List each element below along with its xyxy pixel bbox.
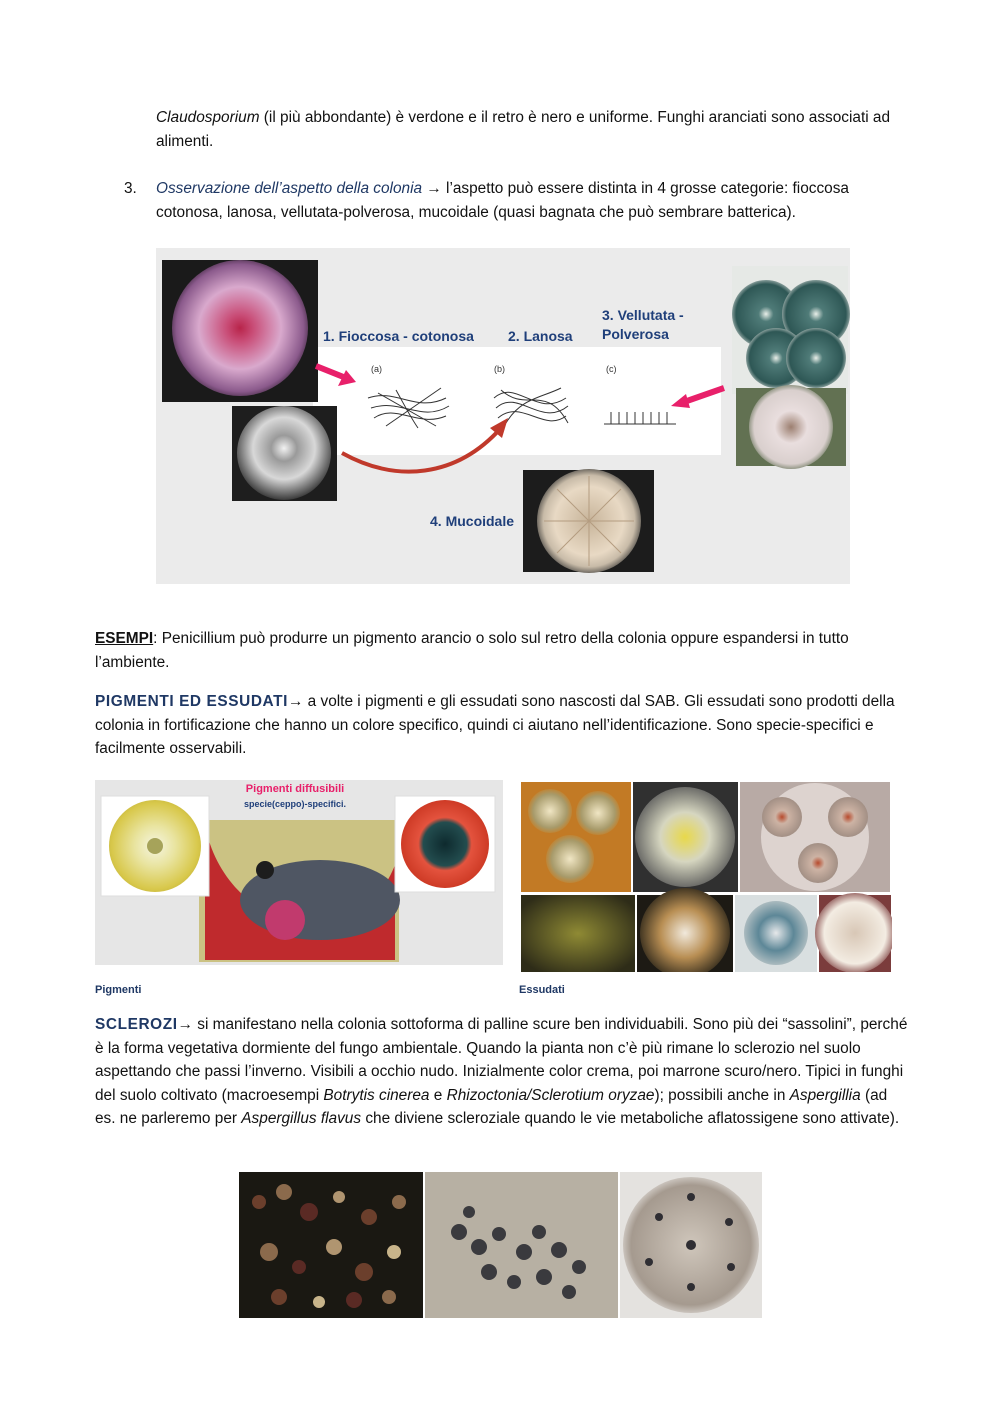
esempi-label: ESEMPI [95,630,154,647]
hyphae-panel [313,347,721,455]
pigmenti-figure-title: Pigmenti diffusibili [246,783,344,795]
intro-paragraph: Claudosporium (il più abbondante) è verd… [156,106,906,153]
pink-arrow-right [683,385,725,405]
pigmenti-heading: PIGMENTI ED ESSUDATI [95,693,288,710]
sclerozi-image [239,1172,762,1318]
sclerozi-text-1: si manifestano nella colonia sottoforma … [95,1016,908,1104]
caption-pigmenti: Pigmenti [95,984,142,996]
mucoid-wrinkles [544,476,634,566]
item3-paragraph: Osservazione dell’aspetto della colonia … [156,177,906,224]
sclerozi-particles-3 [645,1193,735,1291]
label-vellutata: 3. Vellutata - [602,307,684,323]
pigmenti-figure-subtitle: specie(ceppo)-specifici. [244,799,346,809]
label-polverosa: Polverosa [602,326,669,342]
pigmenti-figure: Pigmenti diffusibili specie(ceppo)-speci… [95,780,503,965]
sub-label-c: (c) [606,364,617,374]
item3-title: Osservazione dell’aspetto della colonia [156,180,423,197]
caption-essudati: Essudati [519,984,565,996]
colony-aspect-diagram: (a) (b) (c) 1. Fioccosa - cotonosa 2. La… [162,260,850,573]
label-fioccosa: 1. Fioccosa - cotonosa [323,328,474,344]
sub-label-b: (b) [494,364,505,374]
sclerozi-figure [239,1172,762,1318]
intro-text: (il più abbondante) è verdone e il retro… [156,109,891,150]
pink-arrow-left [314,363,348,381]
essudati-image [521,782,892,972]
sclerozi-particles-2 [451,1206,586,1299]
sub-label-a: (a) [371,364,382,374]
intro-italic-term: Claudosporium [156,109,260,126]
pigmenti-paragraph: PIGMENTI ED ESSUDATI→ a volte i pigmenti… [95,690,906,761]
pigmenti-image: Pigmenti diffusibili specie(ceppo)-speci… [100,783,496,962]
arrow-icon: → [288,693,304,710]
pigmenti-text: a volte i pigmenti e gli essudati sono n… [95,693,895,758]
sclerozi-text-4: (ad es. ne parleremo per [95,1086,888,1128]
sclerozi-text-2: e [429,1086,447,1104]
arrow-icon: → [177,1016,194,1033]
essudati-figure [520,781,892,972]
sclerozi-italic-flavus: Aspergillus flavus [241,1110,362,1128]
sclerozi-text-3: ); possibili anche in [654,1086,790,1104]
label-mucoidale: 4. Mucoidale [430,513,514,529]
sclerozi-particles-1 [252,1184,406,1308]
sclerozi-heading: SCLEROZI [95,1016,178,1033]
sclerozi-text-5: che diviene scleroziale quando le vie me… [361,1110,900,1128]
item3-text: l’aspetto può essere distinta in 4 gross… [156,180,849,221]
label-lanosa: 2. Lanosa [508,328,573,344]
essudato-photo-4 [521,895,635,972]
arrow-icon: → [426,180,442,197]
esempi-paragraph: ESEMPI: Penicillium può produrre un pigm… [95,627,906,674]
esempi-text: : Penicillium può produrre un pigmento a… [95,630,849,671]
hyphae-sketch-a [367,387,450,429]
hyphae-sketch-c [604,412,676,425]
red-arrow-curve [341,426,503,474]
sclerozi-italic-rhizoctonia: Rhizoctonia/Sclerotium oryzae [446,1086,655,1104]
colony-aspect-figure: (a) (b) (c) 1. Fioccosa - cotonosa 2. La… [156,248,850,584]
hyphae-sketch-b [493,387,569,424]
list-number-3: 3. [124,180,137,197]
sclerozi-paragraph: SCLEROZI→ si manifestano nella colonia s… [95,1013,910,1131]
sclerozi-italic-aspergillia: Aspergillia [789,1086,861,1104]
sclerozi-italic-botrytis: Botrytis cinerea [323,1086,430,1104]
